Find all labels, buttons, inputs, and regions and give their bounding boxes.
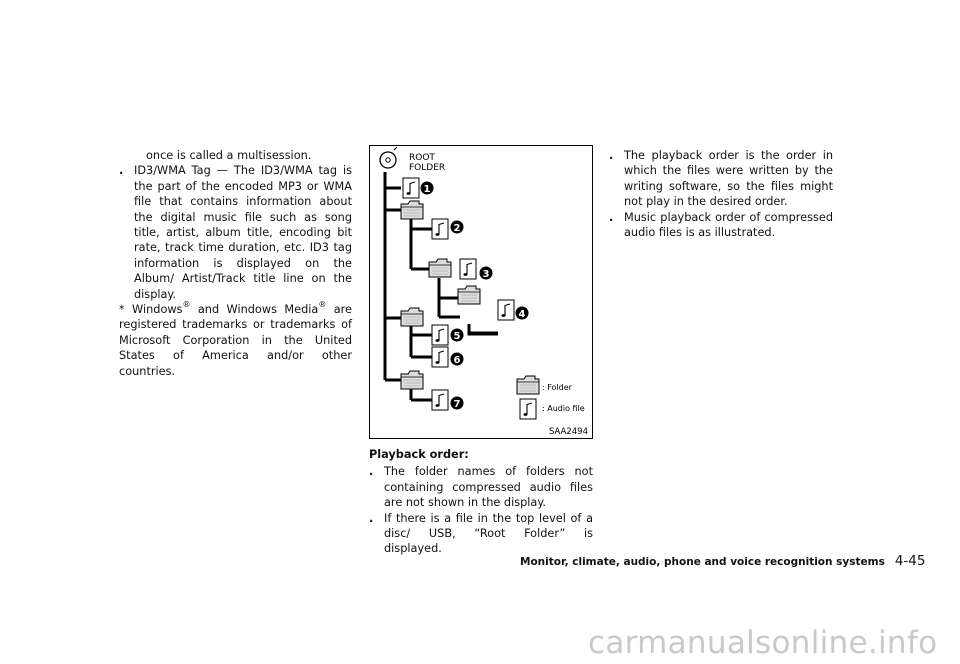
folder-icon	[400, 307, 424, 327]
folder-icon	[457, 285, 481, 305]
playback-bullet-2: . If there is a file in the top level of…	[369, 511, 593, 557]
right-bullet-2: . Music playback order of compressed aud…	[609, 210, 833, 241]
audio-file-icon	[431, 346, 449, 368]
trademark-mid: and Windows Media	[190, 303, 319, 317]
right-bullet-2-text: Music playback order of compressed audio…	[624, 210, 833, 240]
right-bullet-1: . The playback order is the order in whi…	[609, 148, 833, 210]
registered-mark: ®	[318, 300, 327, 310]
folder-tree-diagram: ROOT FOLDER	[379, 146, 588, 437]
bullet-dot: .	[609, 149, 614, 162]
number-3: 3	[483, 269, 490, 280]
playback-bullet-1: . The folder names of folders not contai…	[369, 464, 593, 510]
page-footer: Monitor, climate, audio, phone and voice…	[520, 550, 925, 569]
legend-folder-label: : Folder	[542, 383, 573, 392]
trademark-prefix: * Windows	[119, 303, 183, 317]
left-column: once is called a multisession. . ID3/WMA…	[119, 148, 352, 379]
registered-mark: ®	[182, 300, 191, 310]
number-2: 2	[454, 223, 461, 234]
folder-icon	[400, 370, 424, 390]
multisession-continuation: once is called a multisession.	[146, 149, 312, 162]
bullet-dot: .	[369, 511, 374, 525]
number-badge-4: 4	[515, 306, 529, 320]
root-label-line1: ROOT	[409, 153, 435, 163]
number-badge-6: 6	[450, 352, 464, 366]
legend-audio-icon	[519, 398, 537, 420]
trademark-note: * Windows® and Windows Media® are regist…	[119, 300, 352, 379]
disc-icon	[379, 146, 398, 169]
playback-order-heading: Playback order:	[369, 448, 469, 461]
number-badge-7: 7	[450, 396, 464, 410]
trademark-rest: are registered trademarks or trademarks …	[119, 303, 352, 378]
number-4: 4	[519, 309, 526, 320]
number-6: 6	[454, 355, 461, 366]
number-badge-2: 2	[450, 220, 464, 234]
legend-folder-icon	[516, 375, 540, 395]
folder-icon	[400, 200, 424, 220]
page-number: 4-45	[894, 553, 926, 569]
id3-text: ID3/WMA Tag — The ID3/WMA tag is the par…	[134, 164, 352, 301]
section-title: Monitor, climate, audio, phone and voice…	[520, 556, 885, 568]
number-badge-3: 3	[479, 266, 493, 280]
audio-file-icon	[431, 218, 449, 240]
audio-file-icon	[431, 389, 449, 411]
audio-file-icon	[431, 324, 449, 346]
figure-code: SAA2494	[549, 427, 588, 437]
number-7: 7	[454, 399, 461, 410]
audio-file-icon	[459, 258, 477, 280]
playback-bullet-1-text: The folder names of folders not containi…	[384, 465, 593, 510]
id3-bullet: . ID3/WMA Tag — The ID3/WMA tag is the p…	[119, 163, 352, 302]
bullet-dot: .	[609, 210, 614, 224]
bullet-dot: .	[369, 465, 374, 479]
number-5: 5	[454, 331, 461, 342]
watermark: carmanualsonline.info	[588, 625, 938, 661]
right-bullet-1-text: The playback order is the order in which…	[624, 149, 833, 209]
number-1: 1	[424, 184, 431, 195]
playback-order-section: Playback order: . The folder names of fo…	[369, 447, 593, 557]
root-label-line2: FOLDER	[409, 163, 445, 173]
number-badge-5: 5	[450, 328, 464, 342]
audio-file-icon	[497, 299, 515, 321]
playback-bullet-2-text: If there is a file in the top level of a…	[384, 511, 593, 556]
audio-file-icon	[402, 177, 420, 199]
right-column: . The playback order is the order in whi…	[609, 148, 833, 240]
bullet-dot: .	[119, 164, 124, 178]
number-badge-1: 1	[420, 181, 434, 195]
legend-audio-label: : Audio file	[542, 404, 585, 413]
folder-tree-figure: ROOT FOLDER	[369, 145, 593, 439]
folder-icon	[428, 258, 452, 278]
